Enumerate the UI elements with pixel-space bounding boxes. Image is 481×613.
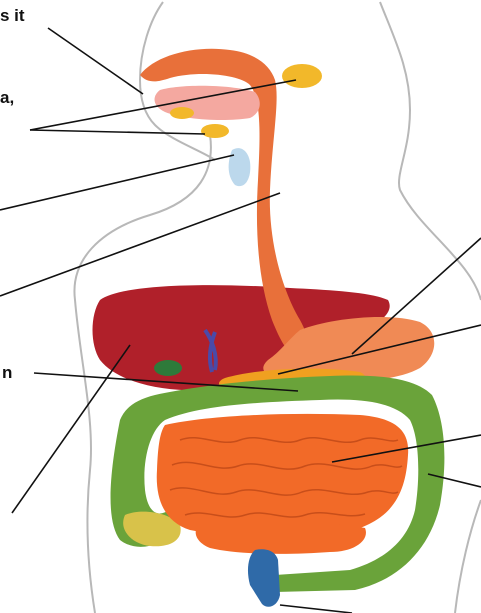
hip-right-outline (455, 500, 481, 613)
leader-line-salivary-b (30, 130, 205, 134)
rectum (248, 549, 280, 606)
leader-line-rectum (280, 605, 352, 613)
leader-line-mouth (48, 28, 143, 94)
gallbladder (154, 360, 182, 376)
leader-line-trachea (0, 155, 234, 210)
submandibular-gland (201, 124, 229, 138)
parotid-gland (282, 64, 322, 88)
leader-line-esophagus (0, 193, 280, 296)
torso-right-outline (380, 2, 481, 300)
sublingual-gland (170, 107, 194, 119)
small-intestine (157, 414, 408, 537)
trachea (229, 148, 251, 186)
small-intestine-lower-loop (196, 522, 366, 554)
